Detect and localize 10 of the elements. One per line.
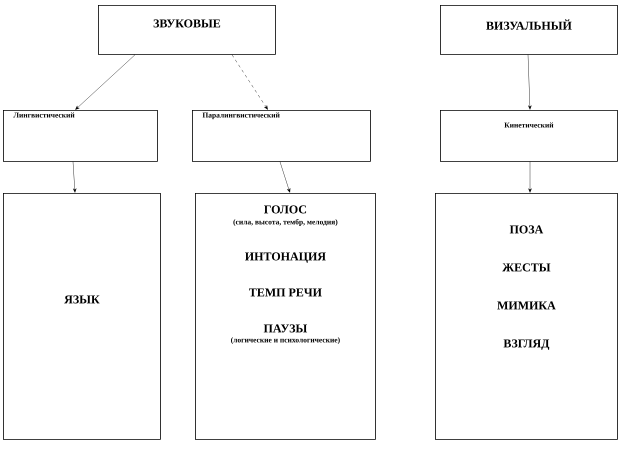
list-box: ПОЗА ЖЕСТЫ МИМИКА ВЗГЛЯД bbox=[435, 193, 618, 440]
arrow bbox=[72, 162, 76, 193]
arrow bbox=[528, 162, 532, 193]
arrow bbox=[280, 162, 290, 193]
category-box: ЗВУКОВЫЕ bbox=[98, 5, 276, 55]
arrow bbox=[232, 54, 268, 110]
category-box: ВИЗУАЛЬНЫЙ bbox=[440, 5, 618, 55]
arrow bbox=[528, 54, 532, 110]
list-box: ЯЗЫК bbox=[3, 193, 161, 440]
arrow bbox=[75, 54, 136, 110]
